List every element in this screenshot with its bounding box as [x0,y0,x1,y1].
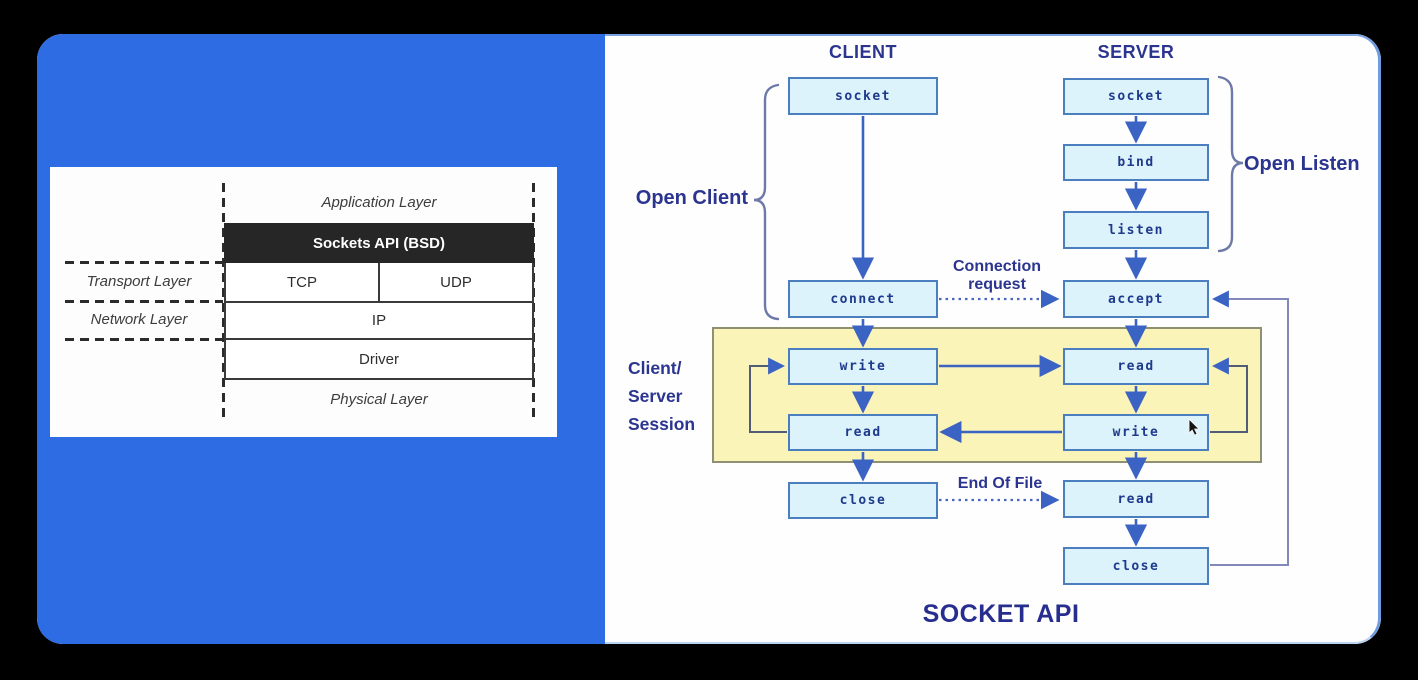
client-column-header: CLIENT [829,42,897,62]
udp-cell: UDP [440,273,472,291]
socket-api-title: SOCKET API [922,600,1080,628]
connection-request-label: Connection request [932,258,1062,294]
open-client-label: Open Client [635,187,748,209]
client-read-box: read [788,414,938,451]
client-connect-box: connect [788,280,938,318]
server-read1-box: read [1063,348,1209,385]
stack-dashed-horizontal-1 [65,261,223,264]
client-socket-box: socket [788,77,938,115]
client-close-box: close [788,482,938,519]
open-listen-label: Open Listen [1244,153,1360,175]
server-column-header: SERVER [1097,42,1175,62]
driver-row: Driver [224,340,534,380]
connection-request-line1: Connection [953,258,1041,275]
sockets-api-bar: Sockets API (BSD) [224,223,534,263]
server-accept-box: accept [1063,280,1209,318]
server-bind-box: bind [1063,144,1209,181]
tcp-cell: TCP [226,263,380,301]
physical-layer-label: Physical Layer [330,391,428,408]
end-of-file-label: End Of File [957,475,1043,492]
session-label-line3: Session [628,414,696,434]
connection-request-line2: request [968,276,1026,293]
transport-row: TCP UDP [224,263,534,303]
ip-row: IP [224,303,534,340]
transport-layer-label: Transport Layer [86,273,192,290]
network-stack-figure: Application Layer Transport Layer Networ… [50,167,557,437]
client-server-session-label: Client/ Server Session [628,354,738,438]
stack-dashed-horizontal-2 [65,300,223,303]
server-socket-box: socket [1063,78,1209,115]
server-read2-box: read [1063,480,1209,518]
server-listen-box: listen [1063,211,1209,249]
network-layer-label: Network Layer [90,311,188,328]
stack-dashed-horizontal-3 [65,338,223,341]
slide-card: Application Layer Transport Layer Networ… [37,34,1381,644]
session-label-line1: Client/ [628,358,682,378]
left-blue-panel: Application Layer Transport Layer Networ… [37,34,605,644]
session-label-line2: Server [628,386,683,406]
stack-dashed-vertical-left [222,183,225,421]
application-layer-label: Application Layer [321,194,437,211]
server-write-box: write [1063,414,1209,451]
server-close-box: close [1063,547,1209,585]
client-write-box: write [788,348,938,385]
